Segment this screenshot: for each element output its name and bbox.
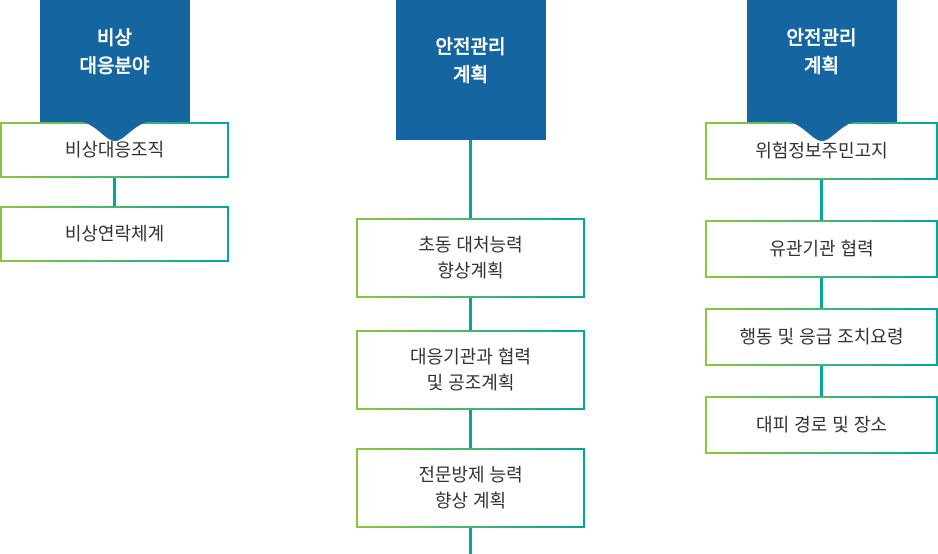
connector-line xyxy=(113,178,116,206)
connector-line xyxy=(820,366,823,396)
column-header-label: 안전관리 계획 xyxy=(435,37,506,86)
column-header-label: 비상 대응분야 xyxy=(79,28,150,77)
flow-box: 대응기관과 협력 및 공조계획 xyxy=(356,330,585,410)
flow-box: 유관기관 협력 xyxy=(705,220,938,278)
column-header-label: 안전관리 계획 xyxy=(786,28,857,77)
column-header: 비상 대응분야 xyxy=(39,0,190,141)
header-pointer-icon xyxy=(76,121,153,141)
flow-box: 초동 대처능력 향상계획 xyxy=(356,218,585,298)
connector-line xyxy=(469,140,472,218)
column-safety-plan-center: 안전관리 계획 초동 대처능력 향상계획 대응기관과 협력 및 공조계획 전문방… xyxy=(356,0,585,554)
header-pointer-icon xyxy=(783,121,860,141)
connector-line xyxy=(820,278,823,308)
column-safety-plan-right: 안전관리 계획 위험정보주민고지 유관기관 협력 행동 및 응급 조치요령 대피… xyxy=(705,0,938,454)
column-header: 안전관리 계획 xyxy=(395,0,546,140)
column-emergency-response: 비상 대응분야 비상대응조직 비상연락체계 xyxy=(0,0,229,262)
flow-box: 비상연락체계 xyxy=(0,206,229,262)
column-header: 안전관리 계획 xyxy=(746,0,897,141)
connector-line xyxy=(469,528,472,554)
connector-line xyxy=(469,298,472,330)
flow-box: 전문방제 능력 향상 계획 xyxy=(356,448,585,528)
connector-line xyxy=(820,180,823,220)
connector-line xyxy=(469,410,472,448)
flow-box: 대피 경로 및 장소 xyxy=(705,396,938,454)
flow-box: 행동 및 응급 조치요령 xyxy=(705,308,938,366)
